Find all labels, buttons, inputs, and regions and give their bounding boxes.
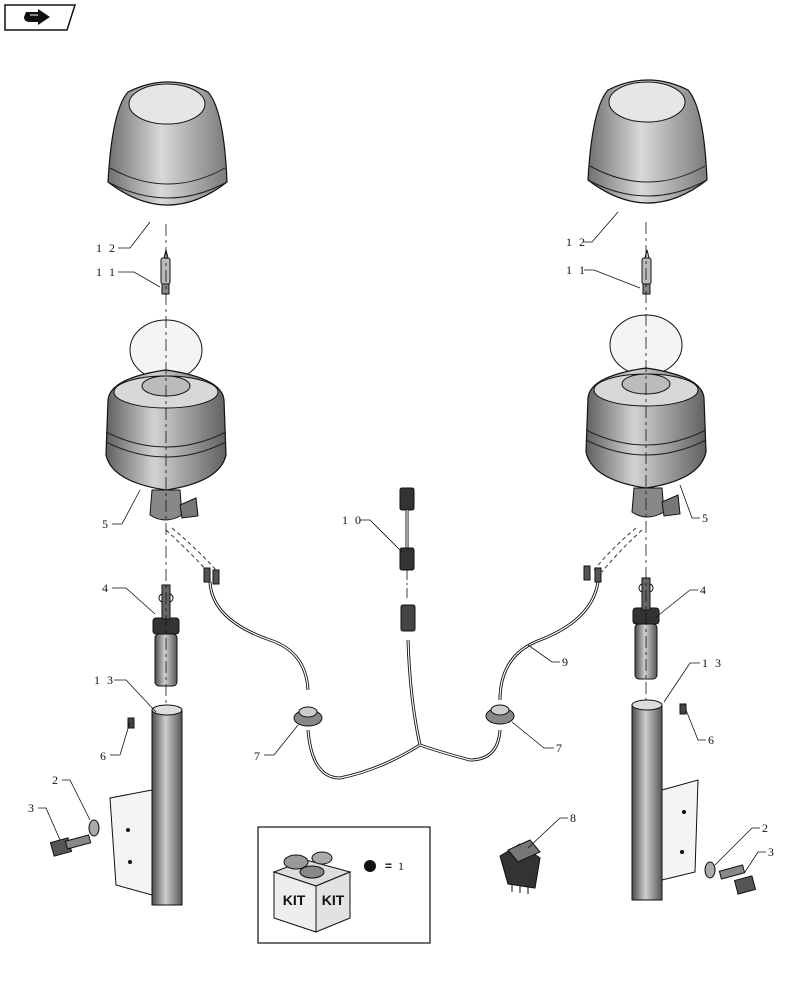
left-bolt xyxy=(49,834,92,857)
right-screw xyxy=(679,703,687,715)
callout-4-left: 4 xyxy=(102,581,110,595)
left-screw xyxy=(127,717,135,729)
right-washer xyxy=(704,861,716,879)
right-beacon-assembly xyxy=(585,79,757,901)
left-washer xyxy=(88,819,100,837)
callout-3-right: 3 xyxy=(768,845,776,859)
callout-12-right: 1 2 xyxy=(566,235,587,249)
left-dome-lens xyxy=(107,81,228,206)
callout-11-left: 1 1 xyxy=(96,265,117,279)
callout-2-right: 2 xyxy=(762,821,770,835)
left-bulb xyxy=(160,249,171,295)
kit-box-icon: KIT KIT xyxy=(272,851,352,933)
callout-10: 1 0 xyxy=(342,513,363,527)
right-bolt xyxy=(718,864,757,895)
callout-13-left: 1 3 xyxy=(94,673,115,687)
callout-3-left: 3 xyxy=(28,801,36,815)
callout-7-right: 7 xyxy=(556,741,564,755)
callout-11-right: 1 1 xyxy=(566,263,587,277)
callout-7-left: 7 xyxy=(254,749,262,763)
callout-2-left: 2 xyxy=(52,773,60,787)
callout-5-left: 5 xyxy=(102,517,110,531)
harness-connector xyxy=(400,604,416,632)
jumper-cable xyxy=(399,487,415,600)
right-pole xyxy=(631,699,699,901)
left-grommet xyxy=(293,706,323,727)
back-arrow-icon xyxy=(4,4,77,31)
kit-box-text-left: KIT xyxy=(283,892,306,908)
back-nav-button[interactable] xyxy=(4,4,77,31)
left-beacon-assembly xyxy=(49,81,228,906)
wiring-harness xyxy=(203,565,602,780)
callout-12-left: 1 2 xyxy=(96,241,117,255)
kit-legend-equals: = xyxy=(385,859,392,873)
right-grommet xyxy=(485,704,515,725)
left-pole xyxy=(109,704,183,906)
callout-4-right: 4 xyxy=(700,583,708,597)
kit-legend-box: KIT KIT = 1 xyxy=(257,826,431,944)
callout-6-right: 6 xyxy=(708,733,716,747)
kit-box-text-right: KIT xyxy=(322,892,345,908)
relay-module xyxy=(499,839,541,894)
right-bulb xyxy=(641,249,652,295)
right-dome-lens xyxy=(587,79,708,204)
callout-9: 9 xyxy=(562,655,570,669)
callout-leaders xyxy=(38,211,766,873)
kit-legend-value: 1 xyxy=(398,859,406,873)
callout-6-left: 6 xyxy=(100,749,108,763)
kit-bullet-icon xyxy=(364,860,376,872)
callout-13-right: 1 3 xyxy=(702,656,723,670)
callout-5-right: 5 xyxy=(702,511,710,525)
callout-8: 8 xyxy=(570,811,578,825)
